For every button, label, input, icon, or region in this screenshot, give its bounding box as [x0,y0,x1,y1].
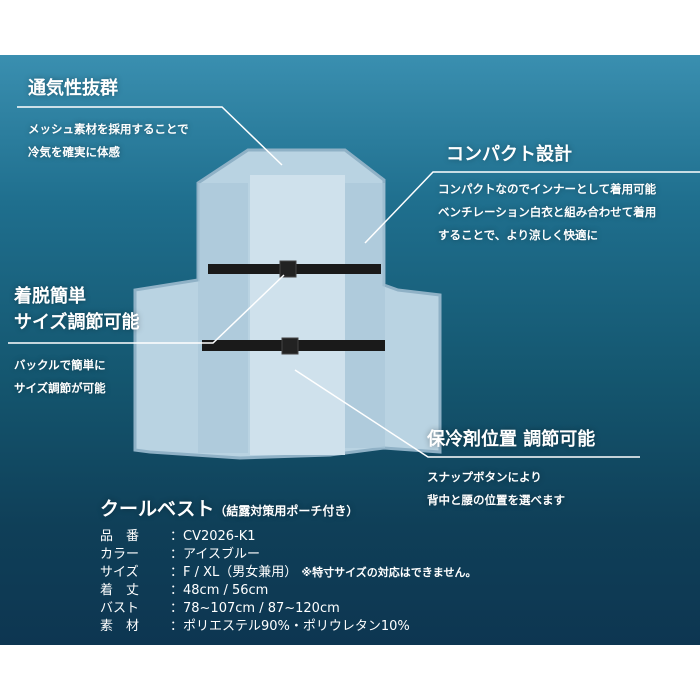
spec-value: ：48cm / 56cm [170,583,269,598]
spec-value: ：78~107cm / 87~120cm [170,601,340,616]
spec-row: 品 番 ：CV2026-K1 [100,525,256,544]
feature-body-coolant: スナップボタンにより 背中と腰の位置を選べます [427,466,565,512]
feature-title-line: サイズ調節可能 [14,312,140,333]
spec-row: 着 丈 ：48cm / 56cm [100,579,268,598]
spec-key: バスト [100,601,140,616]
feature-line: バックルで簡単に [14,358,106,372]
feature-line: コンパクトなのでインナーとして着用可能 [438,182,657,196]
feature-line: サイズ調節が可能 [14,381,106,395]
feature-body-size: バックルで簡単に サイズ調節が可能 [14,354,106,400]
lower-buckle [281,337,299,355]
feature-title-line: 着脱簡単 [14,286,86,307]
feature-line: 冷気を確実に体感 [28,145,120,159]
spec-key: サイズ [100,565,139,580]
feature-title-compact: コンパクト設計 [446,144,572,165]
callout-line-coolant [294,369,640,458]
product-name: クールベスト [100,498,215,520]
vest-image [133,148,442,460]
feature-body-compact: コンパクトなのでインナーとして着用可能 ベンチレーション白衣と組み合わせて着用 … [438,178,656,247]
spec-row: 素 材 ：ポリエステル90%・ポリウレタン10% [100,615,410,634]
spec-value: ：ポリエステル90%・ポリウレタン10% [170,619,410,634]
product-subtitle: （結露対策用ポーチ付き） [214,504,359,518]
spec-row: カラー ：アイスブルー [100,543,260,562]
feature-line: メッシュ素材を採用することで [28,122,189,136]
spec-row: バスト ：78~107cm / 87~120cm [100,597,340,616]
spec-value: ：CV2026-K1 [170,529,256,544]
callout-line-size [8,274,285,344]
feature-line: スナップボタンにより [427,470,542,484]
spec-key: カラー [100,547,140,562]
feature-title-ventilation: 通気性抜群 [28,78,118,99]
feature-line: ベンチレーション白衣と組み合わせて着用 [438,205,657,219]
product-heading: クールベスト（結露対策用ポーチ付き） [100,494,358,521]
spec-key: 着 丈 [100,583,140,598]
spec-row: サイズ ：F / XL（男女兼用） ※特寸サイズの対応はできません。 [100,561,476,580]
spec-value: ：F / XL（男女兼用） [170,565,298,580]
feature-line: することで、より涼しく快適に [438,228,598,242]
feature-title-size: 着脱簡単 サイズ調節可能 [14,284,139,336]
spec-key: 素 材 [100,619,140,634]
callout-line-compact [364,171,700,244]
callout-lines [8,106,700,458]
spec-note: ※特寸サイズの対応はできません。 [301,566,477,579]
spec-value: ：アイスブルー [170,547,260,562]
upper-buckle [279,260,297,278]
feature-line: 背中と腰の位置を選べます [427,493,565,507]
feature-title-coolant: 保冷剤位置 調節可能 [427,429,596,450]
feature-body-ventilation: メッシュ素材を採用することで 冷気を確実に体感 [28,118,189,164]
callout-line-ventilation [17,106,283,166]
spec-key: 品 番 [100,529,140,544]
